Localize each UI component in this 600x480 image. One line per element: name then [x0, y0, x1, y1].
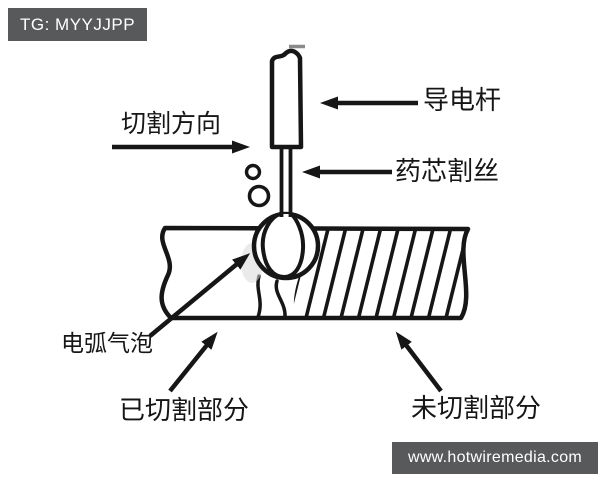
watermark-site-badge: www.hotwiremedia.com [392, 442, 598, 474]
label-conductive-rod: 导电杆 [423, 86, 502, 115]
watermark-tag-text: TG: MYYJJPP [20, 14, 136, 34]
kerf-walls [256, 274, 287, 319]
molten-droplet [260, 212, 306, 280]
arc-bubble-arrow [148, 253, 251, 338]
gas-bubble-small [244, 163, 262, 181]
watermark-tag-badge: TG: MYYJJPP [8, 8, 147, 41]
uncut-part-arrow [395, 331, 443, 393]
label-cut-part: 已切割部分 [119, 396, 250, 425]
label-flux-cored-wire: 药芯割丝 [395, 157, 500, 186]
cut-part-arrow [168, 331, 218, 393]
label-arc-bubble: 电弧气泡 [61, 331, 153, 356]
label-uncut-part: 未切割部分 [411, 394, 542, 423]
watermark-site-text: www.hotwiremedia.com [407, 449, 583, 466]
conductive-rod [269, 48, 304, 150]
label-cutting-direction: 切割方向 [121, 111, 222, 138]
cutting-wire [279, 146, 293, 217]
gas-bubble-large [247, 184, 271, 208]
